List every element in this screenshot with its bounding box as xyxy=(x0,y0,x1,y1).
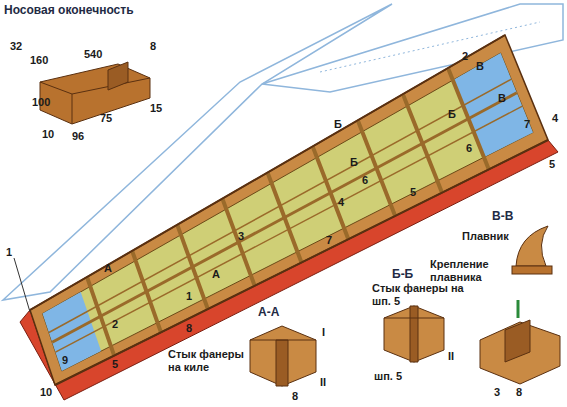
callout-label: 540 xyxy=(84,48,102,61)
hull-floor xyxy=(43,53,534,371)
frame xyxy=(313,146,349,239)
callout-label: 2 xyxy=(112,318,118,331)
callout-label: 5 xyxy=(549,158,555,171)
gunwale xyxy=(55,140,548,385)
frame-joint xyxy=(384,306,444,362)
section-title: В-В xyxy=(492,210,513,224)
callout-label: Б xyxy=(334,118,342,131)
callout-label: Стык фанеры на шп. 5 xyxy=(372,282,468,307)
callout-label: II xyxy=(320,376,326,389)
callout-label: 8 xyxy=(186,322,192,335)
callout-label: Б xyxy=(448,108,456,121)
callout-label: 8 xyxy=(150,40,156,53)
stringer xyxy=(55,106,522,352)
callout-label: 1 xyxy=(186,290,192,303)
section-title: Носовая оконечность xyxy=(4,4,134,18)
callout-label: 2 xyxy=(462,50,468,63)
callout-label: 7 xyxy=(524,118,530,131)
stringer xyxy=(52,93,517,343)
callout-label: 100 xyxy=(32,96,50,109)
fin-slot xyxy=(505,320,530,362)
leader-line xyxy=(14,258,30,312)
callout-label: 10 xyxy=(40,386,52,399)
keel xyxy=(276,340,288,386)
callout-label: Б xyxy=(350,156,358,169)
callout-label: А xyxy=(212,268,220,281)
callout-label: II xyxy=(448,350,454,363)
callout-label: 4 xyxy=(552,112,558,125)
callout-label: 4 xyxy=(338,196,344,209)
keel-joint xyxy=(250,326,316,386)
hull-side xyxy=(30,35,548,385)
frame xyxy=(358,120,395,216)
callout-label: 96 xyxy=(72,130,84,143)
fin-drawing xyxy=(516,226,548,266)
frame-5 xyxy=(410,306,418,362)
bow-block xyxy=(40,64,150,124)
callout-label: 3 xyxy=(238,230,244,243)
frame xyxy=(222,199,254,286)
callout-label: 10 xyxy=(42,128,54,141)
callout-label: 3 xyxy=(494,386,500,399)
plywood-joint xyxy=(250,340,316,341)
frame xyxy=(448,68,489,169)
frame xyxy=(403,94,442,193)
frame xyxy=(268,173,302,263)
callout-label: 1 xyxy=(6,246,12,259)
plywood-joint xyxy=(384,318,444,319)
frame xyxy=(132,251,161,332)
hull-interior xyxy=(30,35,548,385)
callout-label: 15 xyxy=(150,102,162,115)
callout-label: I xyxy=(322,326,325,339)
callout-label: шп. 5 xyxy=(374,370,402,383)
fin-base xyxy=(512,266,552,274)
callout-label: 6 xyxy=(466,142,472,155)
stem-post xyxy=(108,62,128,90)
callout-label: 8 xyxy=(516,386,522,399)
section-title: Б-Б xyxy=(392,268,413,282)
bow-block-edge xyxy=(40,78,150,124)
callout-label: А xyxy=(104,262,112,275)
callout-label: 5 xyxy=(112,358,118,371)
callout-label: 8 xyxy=(292,390,298,403)
callout-label: Крепление плавника xyxy=(430,258,512,283)
callout-label: 7 xyxy=(326,234,332,247)
callout-label: 6 xyxy=(362,174,368,187)
callout-label: В xyxy=(476,60,484,73)
callout-label: 5 xyxy=(410,186,416,199)
stringer xyxy=(49,79,511,332)
callout-label: 160 xyxy=(30,54,48,67)
callout-label: 32 xyxy=(10,40,22,53)
callout-label: В xyxy=(498,92,506,105)
callout-label: Плавник xyxy=(462,230,509,243)
callout-label: 9 xyxy=(62,354,68,367)
frame xyxy=(87,277,114,356)
mount-arrow xyxy=(517,300,520,318)
callout-label: Стык фанеры на киле xyxy=(168,348,250,373)
frame xyxy=(177,225,208,309)
section-title: А-А xyxy=(258,306,279,320)
callout-label: 75 xyxy=(100,112,112,125)
